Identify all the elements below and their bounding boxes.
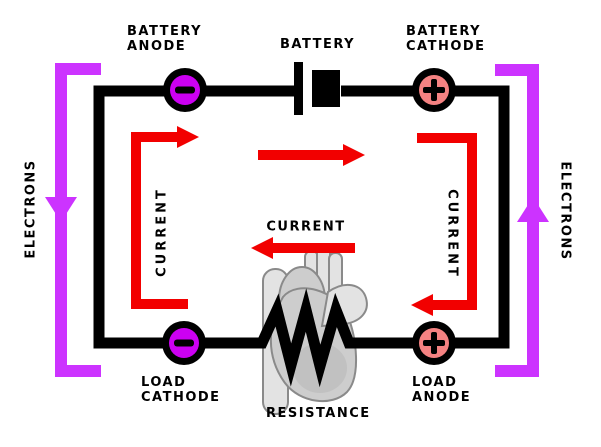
battery-plate-thin — [294, 62, 303, 115]
load-anode-terminal — [412, 321, 456, 365]
battery-anode-label-line1: BATTERY — [127, 24, 203, 39]
current-right-label: CURRENT — [444, 189, 460, 279]
current-path-left — [131, 132, 188, 309]
plus-icon — [431, 79, 437, 101]
load-anode-label-line2: ANODE — [412, 390, 472, 405]
battery-anode-terminal — [163, 68, 207, 112]
battery-cathode-label-line2: CATHODE — [406, 39, 486, 54]
load-cathode-label-line1: LOAD — [141, 375, 187, 390]
battery-anode-label-line2: ANODE — [127, 39, 187, 54]
electron-arrow-up-icon — [517, 197, 549, 222]
current-arrow-left-icon — [251, 237, 273, 259]
current-arrow-left-icon — [411, 294, 433, 316]
electrons-right-label: ELECTRONS — [557, 161, 573, 261]
circuit-wire — [93, 85, 510, 388]
plus-icon — [431, 332, 437, 354]
minus-icon — [175, 86, 195, 94]
battery-cathode-label: BATTERY CATHODE — [406, 24, 486, 54]
current-left-label: CURRENT — [154, 187, 170, 277]
current-center-label: CURRENT — [266, 219, 346, 235]
battery-cathode-terminal — [412, 68, 456, 112]
battery-label: BATTERY — [280, 37, 356, 52]
battery-anode-label: BATTERY ANODE — [127, 24, 202, 54]
current-arrow-right-icon — [343, 144, 365, 166]
load-cathode-label-line2: CATHODE — [141, 390, 221, 405]
battery-cathode-label-line1: BATTERY — [406, 24, 482, 39]
load-anode-label-line1: LOAD — [412, 375, 458, 390]
load-cathode-label: LOAD CATHODE — [141, 375, 221, 405]
resistance-label: RESISTANCE — [266, 406, 371, 421]
minus-icon — [174, 339, 194, 347]
electrons-left-label: ELECTRONS — [23, 159, 39, 259]
load-anode-label: LOAD ANODE — [412, 375, 471, 405]
battery-plate-thick — [312, 70, 340, 107]
current-path-right — [417, 133, 477, 310]
electron-arrow-down-icon — [45, 197, 77, 222]
load-cathode-terminal — [162, 321, 206, 365]
current-arrow-right-icon — [177, 126, 199, 148]
